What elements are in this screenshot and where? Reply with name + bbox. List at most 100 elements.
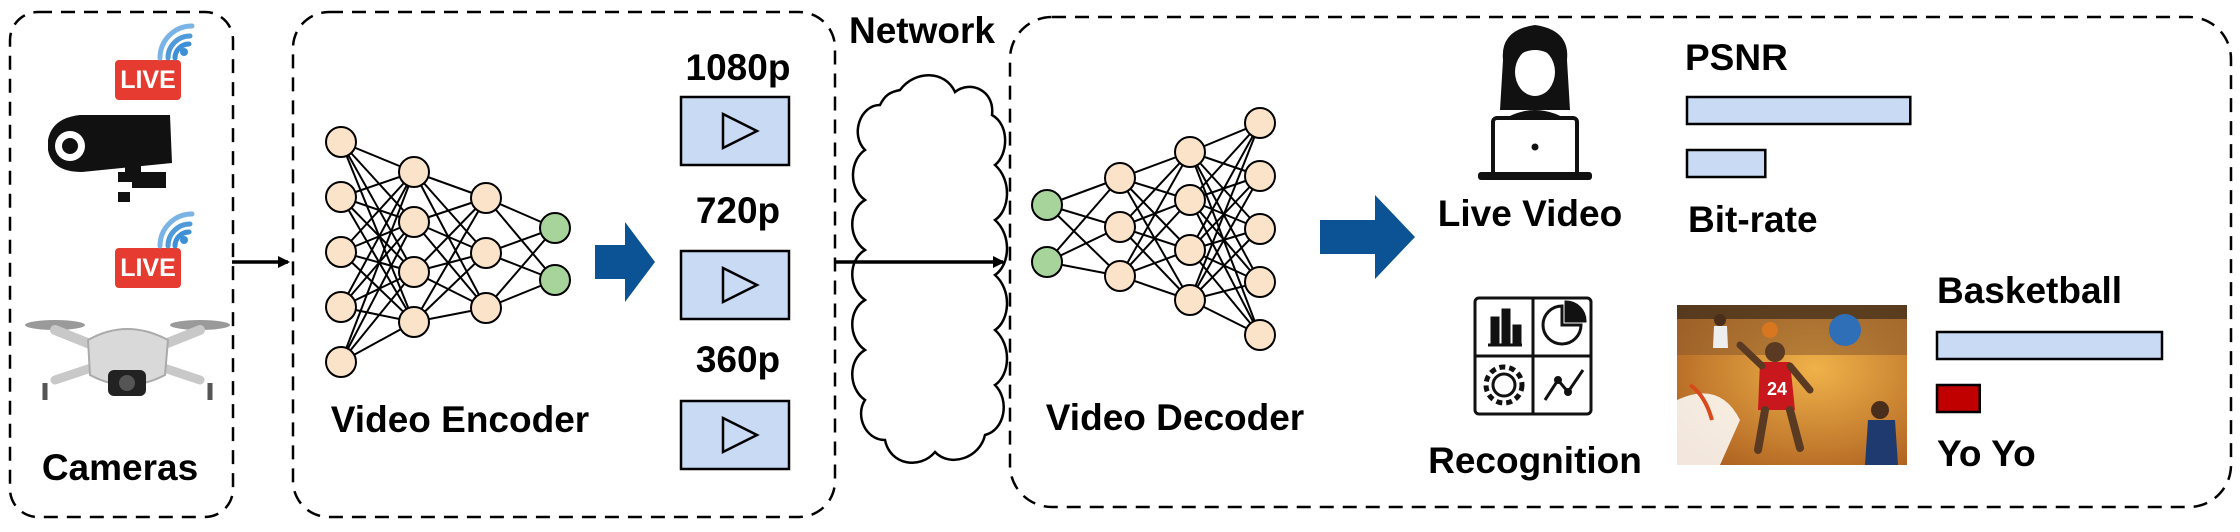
network-edge xyxy=(1046,204,1121,277)
yoyo-label: Yo Yo xyxy=(1937,433,2036,474)
basketball-photo: 24 xyxy=(1677,305,1907,465)
network-node xyxy=(539,212,571,244)
network-node xyxy=(398,256,430,288)
network-edge xyxy=(1189,151,1261,283)
basketball-label: Basketball xyxy=(1937,270,2122,311)
network-node xyxy=(325,126,357,158)
encoder-neural-network xyxy=(325,126,571,378)
encoder-label: Video Encoder xyxy=(331,399,589,440)
person-laptop-icon xyxy=(1478,25,1592,180)
play-icon xyxy=(721,111,760,151)
drone-icon xyxy=(25,320,230,400)
play-box-720p xyxy=(679,249,791,321)
network-node xyxy=(1174,234,1206,266)
network-node xyxy=(1174,184,1206,216)
recognition-label: Recognition xyxy=(1428,440,1642,481)
network-edge xyxy=(1189,199,1261,336)
network-node xyxy=(398,306,430,338)
network-edge xyxy=(340,221,415,363)
network-node xyxy=(325,181,357,213)
network-edges xyxy=(340,141,556,363)
play-box-360p xyxy=(679,399,791,471)
network-edge xyxy=(413,171,487,309)
decoder-panel xyxy=(1008,15,2233,509)
psnr-label: PSNR xyxy=(1685,37,1788,78)
network-node xyxy=(1244,160,1276,192)
network-node xyxy=(1104,211,1136,243)
network-node xyxy=(1104,162,1136,194)
bitrate-label: Bit-rate xyxy=(1688,199,1818,240)
network-node xyxy=(1104,260,1136,292)
network-edge xyxy=(340,196,415,323)
cameras-label: Cameras xyxy=(42,447,198,488)
network-node xyxy=(1244,107,1276,139)
network-edge xyxy=(340,141,415,223)
network-edge xyxy=(485,197,556,281)
network-edge xyxy=(1189,122,1261,301)
network-node xyxy=(470,292,502,324)
network-edge xyxy=(1189,122,1261,201)
network-node xyxy=(398,206,430,238)
network-label: Network xyxy=(849,10,995,51)
network-node xyxy=(325,346,357,378)
encoder-panel xyxy=(291,10,837,519)
network-edge xyxy=(413,197,487,273)
recognition-bars xyxy=(1935,330,2164,414)
network-edge xyxy=(485,227,556,309)
network-edge xyxy=(1189,151,1261,230)
network-edge xyxy=(1119,151,1191,277)
decoder-neural-network xyxy=(1031,107,1276,351)
network-edge xyxy=(413,221,487,309)
resolution-label-1080p: 1080p xyxy=(686,47,791,88)
metric-bar xyxy=(1935,330,2164,361)
network-edge xyxy=(340,196,415,273)
play-icon xyxy=(721,265,760,305)
network-node xyxy=(1031,189,1063,221)
metric-bar xyxy=(1935,383,1981,414)
network-edge xyxy=(340,171,415,363)
cameras-panel xyxy=(8,10,235,519)
play-box-1080p xyxy=(679,95,791,167)
network-edge xyxy=(413,252,487,323)
network-node xyxy=(1031,246,1063,278)
network-edges xyxy=(1046,122,1261,336)
network-edge xyxy=(340,171,415,308)
analytics-dashboard-icon xyxy=(1473,296,1593,416)
surveillance-camera-icon xyxy=(48,115,172,202)
network-edge xyxy=(1119,151,1191,228)
svg-text:24: 24 xyxy=(1767,379,1787,399)
network-edge xyxy=(413,197,487,323)
network-node xyxy=(470,237,502,269)
live-badge-icon: LIVE xyxy=(115,211,195,288)
network-node xyxy=(1244,266,1276,298)
network-edge xyxy=(1189,151,1261,336)
network-node xyxy=(398,156,430,188)
decoder-label: Video Decoder xyxy=(1046,397,1304,438)
live-video-bars xyxy=(1685,95,1912,179)
network-edge xyxy=(1189,228,1261,301)
network-edge xyxy=(340,141,415,273)
network-node xyxy=(1244,319,1276,351)
live-video-label: Live Video xyxy=(1438,193,1622,234)
metric-bar xyxy=(1685,95,1912,126)
network-node xyxy=(1244,213,1276,245)
network-edge xyxy=(1189,199,1261,283)
resolution-label-720p: 720p xyxy=(696,190,780,231)
network-edge xyxy=(340,271,415,363)
resolution-label-360p: 360p xyxy=(696,339,780,380)
play-icon xyxy=(721,415,760,455)
network-node xyxy=(325,236,357,268)
network-node xyxy=(1174,136,1206,168)
blue-arrow-decoder xyxy=(1320,195,1415,279)
live-badge-icon: LIVE xyxy=(115,23,195,100)
network-edge xyxy=(340,171,415,253)
live-badge-text: LIVE xyxy=(120,254,176,282)
network-edge xyxy=(1189,175,1261,301)
network-edge xyxy=(340,251,415,323)
blue-arrow-encoder xyxy=(595,222,655,302)
network-edge xyxy=(1046,177,1121,263)
network-edge xyxy=(1189,249,1261,336)
network-edge xyxy=(413,171,487,254)
network-edge xyxy=(340,141,415,323)
